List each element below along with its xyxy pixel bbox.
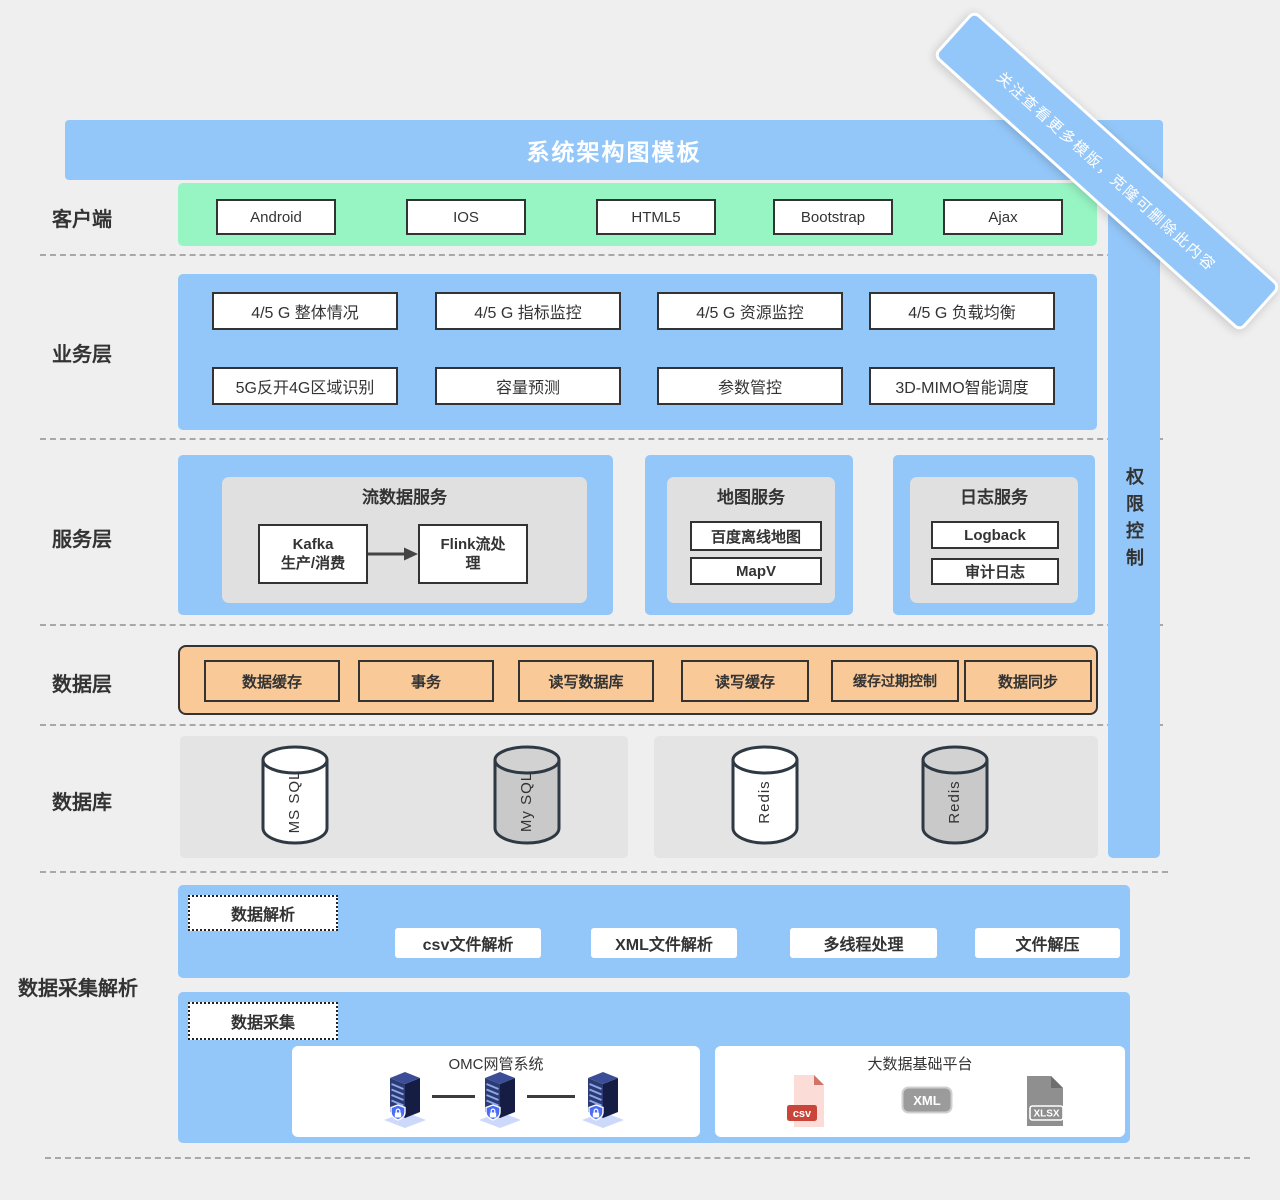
data-node-transaction[interactable]: 事务 xyxy=(358,660,494,702)
business-node[interactable]: 参数管控 xyxy=(657,367,843,405)
business-node[interactable]: 4/5 G 资源监控 xyxy=(657,292,843,330)
bigdata-card-title: 大数据基础平台 xyxy=(867,1056,973,1073)
xlsx-file-icon: XLSX xyxy=(1027,1076,1064,1126)
parse-node-multithread[interactable]: 多线程处理 xyxy=(790,928,937,958)
parse-node-unzip[interactable]: 文件解压 xyxy=(975,928,1120,958)
db-cylinder-label: My SQL xyxy=(518,772,535,832)
data-node-rw-cache[interactable]: 读写缓存 xyxy=(681,660,809,702)
server-icon xyxy=(479,1072,521,1128)
db-cylinder-mysql[interactable]: My SQL xyxy=(491,744,563,846)
xml-file-icon: XML xyxy=(901,1086,953,1114)
business-node[interactable]: 3D-MIMO智能调度 xyxy=(869,367,1055,405)
data-node-rw-db[interactable]: 读写数据库 xyxy=(518,660,654,702)
db-cylinder-redis-2[interactable]: Redis xyxy=(919,744,991,846)
client-node-android[interactable]: Android xyxy=(216,199,336,235)
separator-line xyxy=(40,254,1163,256)
parse-node-xml[interactable]: XML文件解析 xyxy=(591,928,737,958)
service-map-title: 地图服务 xyxy=(717,488,785,507)
data-node-sync[interactable]: 数据同步 xyxy=(964,660,1092,702)
row-label-data-layer: 数据层 xyxy=(52,674,112,696)
db-cylinder-redis-1[interactable]: Redis xyxy=(729,744,801,846)
omc-card-title: OMC网管系统 xyxy=(448,1056,544,1073)
diagram-title-banner[interactable]: 系统架构图模板 xyxy=(65,120,1163,180)
parse-band-tag[interactable]: 数据解析 xyxy=(188,895,338,931)
business-node[interactable]: 4/5 G 负载均衡 xyxy=(869,292,1055,330)
separator-line xyxy=(40,624,1163,626)
xml-file-label: XML xyxy=(913,1093,941,1108)
service-stream-title: 流数据服务 xyxy=(362,488,447,507)
business-node[interactable]: 4/5 G 整体情况 xyxy=(212,292,398,330)
service-log-title: 日志服务 xyxy=(960,488,1028,507)
row-label-service: 服务层 xyxy=(52,529,112,551)
database-band-right xyxy=(654,736,1098,858)
db-cylinder-label: Redis xyxy=(756,780,773,823)
row-label-client: 客户端 xyxy=(52,209,112,231)
service-node-mapv[interactable]: MapV xyxy=(690,557,822,585)
separator-line xyxy=(45,1157,1250,1159)
service-node-flink[interactable]: Flink流处 理 xyxy=(418,524,528,584)
row-label-database: 数据库 xyxy=(52,792,112,814)
permission-control-label: 权限控制 xyxy=(1124,466,1144,575)
parse-node-csv[interactable]: csv文件解析 xyxy=(395,928,541,958)
server-icon xyxy=(384,1072,426,1128)
service-node-baidu-map[interactable]: 百度离线地图 xyxy=(690,521,822,551)
row-label-collection: 数据采集解析 xyxy=(18,978,138,1000)
separator-line xyxy=(40,871,1168,873)
arrow-kafka-to-flink xyxy=(368,547,418,561)
data-node-cache[interactable]: 数据缓存 xyxy=(204,660,340,702)
separator-line xyxy=(40,438,1163,440)
server-connector xyxy=(527,1095,575,1098)
service-node-audit-log[interactable]: 审计日志 xyxy=(931,558,1059,585)
business-node[interactable]: 5G反开4G区域识别 xyxy=(212,367,398,405)
service-node-kafka[interactable]: Kafka 生产/消费 xyxy=(258,524,368,584)
server-connector xyxy=(432,1095,475,1098)
db-cylinder-label: Redis xyxy=(946,780,963,823)
business-node[interactable]: 容量预测 xyxy=(435,367,621,405)
server-icon xyxy=(582,1072,624,1128)
business-node[interactable]: 4/5 G 指标监控 xyxy=(435,292,621,330)
client-node-bootstrap[interactable]: Bootstrap xyxy=(773,199,893,235)
db-cylinder-label: MS SQL xyxy=(286,771,303,834)
data-node-cache-expire[interactable]: 缓存过期控制 xyxy=(831,660,959,702)
separator-line xyxy=(40,724,1163,726)
xlsx-file-label: XLSX xyxy=(1033,1109,1059,1120)
page-title: 系统架构图模板 xyxy=(526,139,702,165)
permission-control-bar[interactable]: 权限控制 xyxy=(1108,183,1160,858)
client-node-ios[interactable]: IOS xyxy=(406,199,526,235)
collect-band-tag[interactable]: 数据采集 xyxy=(188,1002,338,1040)
client-node-ajax[interactable]: Ajax xyxy=(943,199,1063,235)
row-label-business: 业务层 xyxy=(52,344,112,366)
service-node-logback[interactable]: Logback xyxy=(931,521,1059,549)
db-cylinder-mssql[interactable]: MS SQL xyxy=(259,744,331,846)
client-node-html5[interactable]: HTML5 xyxy=(596,199,716,235)
csv-file-label: csv xyxy=(793,1108,812,1120)
csv-file-icon: csv xyxy=(787,1075,824,1127)
